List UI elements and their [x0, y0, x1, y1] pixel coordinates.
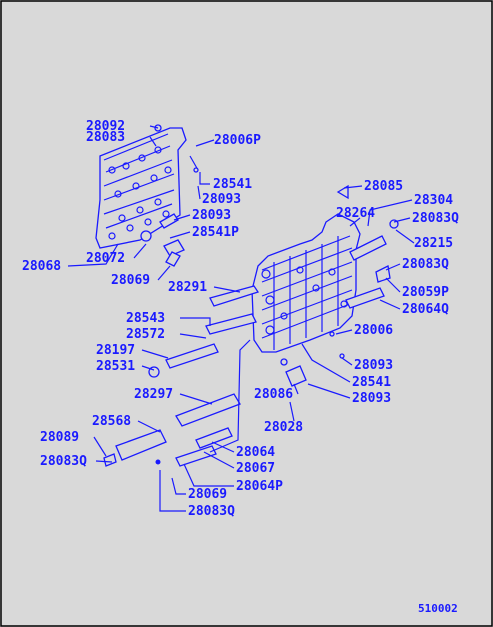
callout-28067: 28067: [236, 461, 275, 476]
leader-lines: [67, 125, 415, 512]
valve-body: [251, 213, 361, 353]
callout-28083q-right: 28083Q: [402, 257, 449, 272]
callout-28093-lower: 28093: [352, 391, 391, 406]
callout-28197: 28197: [96, 343, 135, 358]
callout-28006p: 28006P: [214, 133, 261, 148]
callout-28064: 28064: [236, 445, 275, 460]
callout-28541p: 28541P: [192, 225, 239, 240]
callout-28083q-left: 28083Q: [40, 454, 87, 469]
callout-28085: 28085: [364, 179, 403, 194]
callout-28093: 28093: [202, 192, 241, 207]
figure-reference: 510002: [418, 602, 458, 615]
callout-28304: 28304: [414, 193, 453, 208]
callout-28264: 28264: [336, 206, 375, 221]
callout-28568: 28568: [92, 414, 131, 429]
callout-28064p: 28064P: [236, 479, 283, 494]
callout-28083: 28083: [86, 130, 125, 145]
callout-28086: 28086: [254, 387, 293, 402]
small-parts: [103, 124, 399, 467]
callout-28028: 28028: [264, 420, 303, 435]
callout-28291: 28291: [168, 280, 207, 295]
callout-28093-left: 28093: [192, 208, 231, 223]
callout-28083q-bottom: 28083Q: [188, 504, 235, 519]
callout-28093-mid: 28093: [354, 358, 393, 373]
callout-28069-lower: 28069: [188, 487, 227, 502]
callout-28072: 28072: [86, 251, 125, 266]
callout-28089: 28089: [40, 430, 79, 445]
callout-28068: 28068: [22, 259, 61, 274]
callout-28059p: 28059P: [402, 285, 449, 300]
callout-28572: 28572: [126, 327, 165, 342]
callout-28531: 28531: [96, 359, 135, 374]
callout-28006: 28006: [354, 323, 393, 338]
callout-28069-upper: 28069: [111, 273, 150, 288]
callout-28541-lower: 28541: [352, 375, 391, 390]
callout-28543: 28543: [126, 311, 165, 326]
callout-28064q: 28064Q: [402, 302, 449, 317]
callout-28541: 28541: [213, 177, 252, 192]
callout-28297: 28297: [134, 387, 173, 402]
callout-28092: 28092: [86, 119, 125, 134]
separator-plate: [95, 127, 187, 249]
callout-28083q-upper: 28083Q: [412, 211, 459, 226]
callout-28215: 28215: [414, 236, 453, 251]
